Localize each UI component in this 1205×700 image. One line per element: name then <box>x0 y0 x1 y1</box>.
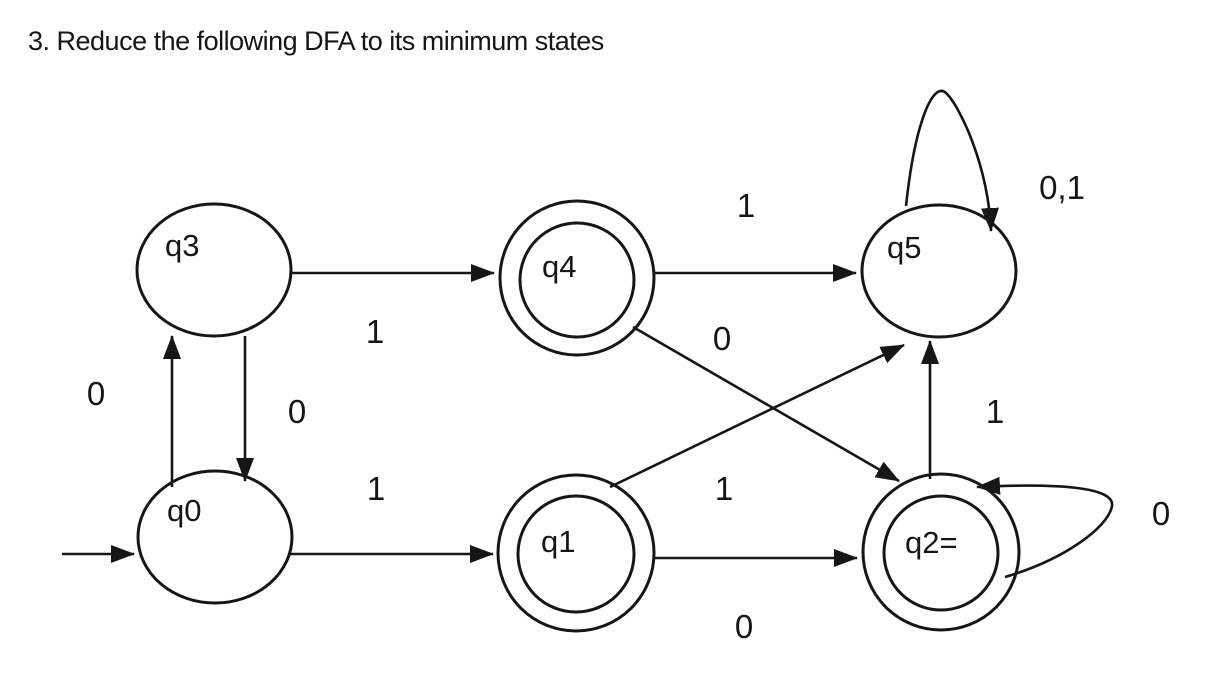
state-q2: q2= <box>861 472 1021 632</box>
state-label-q4: q4 <box>542 249 576 284</box>
state-label-q3: q3 <box>165 228 199 263</box>
state-q5: q5 <box>860 203 1018 339</box>
edge-q4-q5: 1 <box>654 187 857 282</box>
edge-label-q3-q0: 0 <box>288 393 306 430</box>
state-q1: q1 <box>496 473 656 633</box>
edge-label-q1-q2: 0 <box>735 608 753 645</box>
state-q3: q3 <box>135 202 293 338</box>
state-label-q1: q1 <box>541 524 575 559</box>
edge-label-q2-q5: 1 <box>986 393 1004 430</box>
state-label-q2: q2= <box>905 525 958 560</box>
edge-label-q3-q4: 1 <box>366 313 384 350</box>
edge-q3-q4: 1 <box>291 264 495 350</box>
edge-label-q0-q3: 0 <box>87 375 105 412</box>
edge-q5-self-loop: 0,1 <box>904 89 1085 232</box>
state-q0: q0 <box>136 469 294 605</box>
edge-label-q0-q1: 1 <box>367 470 385 507</box>
edge-label-q2-self: 0 <box>1152 495 1170 532</box>
edge-q3-q0: 0 <box>236 336 306 482</box>
state-q4: q4 <box>498 199 656 357</box>
state-label-q5: q5 <box>887 230 921 265</box>
state-label-q0: q0 <box>167 493 201 528</box>
edge-label-q1-q5: 1 <box>715 470 733 507</box>
edge-label-q5-self: 0,1 <box>1039 169 1085 206</box>
question-title: 3. Reduce the following DFA to its minim… <box>28 26 604 56</box>
edge-q0-q3: 0 <box>87 335 181 487</box>
edge-q4-q2: 0 <box>632 320 900 483</box>
edge-q0-q1: 1 <box>290 470 494 563</box>
edge-q1-q2: 0 <box>653 549 858 645</box>
edge-q2-q5: 1 <box>921 340 1004 479</box>
edge-q2-self-loop: 0 <box>976 476 1170 579</box>
edge-label-q4-q2: 0 <box>713 320 731 357</box>
edge-label-q4-q5: 1 <box>737 187 755 224</box>
edge-q1-q5: 1 <box>609 343 905 507</box>
